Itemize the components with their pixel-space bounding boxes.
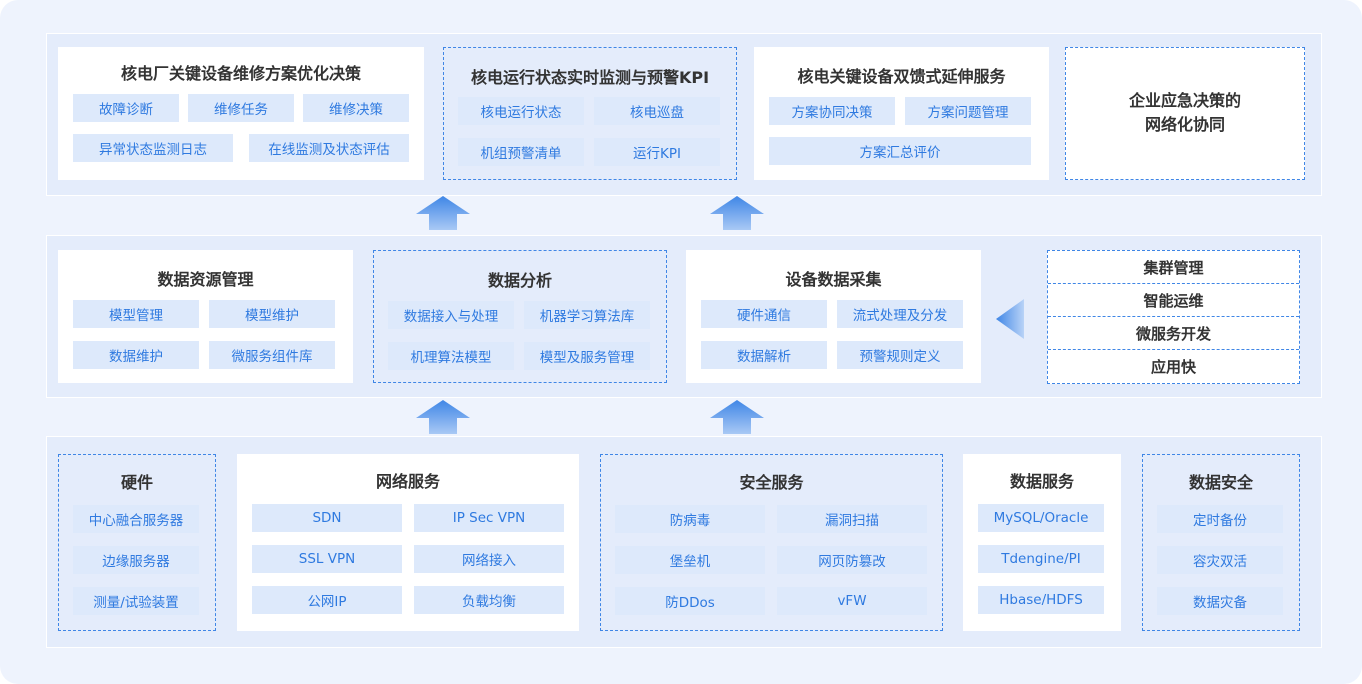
chip-public-ip[interactable]: 公网IP [252, 586, 402, 614]
chip-test-device[interactable]: 测量/试验装置 [73, 587, 199, 615]
panel-data-resource: 数据资源管理 模型管理 模型维护 数据维护 微服务组件库 [58, 250, 353, 383]
chip-disaster-backup[interactable]: 数据灾备 [1157, 587, 1283, 615]
chip-microservice-lib[interactable]: 微服务组件库 [209, 341, 335, 369]
arrow-up-icon [710, 400, 764, 434]
chip-warning-rules[interactable]: 预警规则定义 [837, 341, 963, 369]
chip-vfw[interactable]: vFW [777, 587, 927, 615]
side-item-app[interactable]: 应用快 [1150, 358, 1196, 376]
chip-web-tamper[interactable]: 网页防篡改 [777, 546, 927, 574]
chip-online-monitoring[interactable]: 在线监测及状态评估 [249, 134, 409, 162]
side-capability-list: 集群管理 智能运维 微服务开发 应用快 [1047, 250, 1300, 384]
panel-security-service: 安全服务 防病毒 漏洞扫描 堡垒机 网页防篡改 防DDos vFW [600, 454, 943, 631]
chip-vuln-scan[interactable]: 漏洞扫描 [777, 505, 927, 533]
chip-active-active[interactable]: 容灾双活 [1157, 546, 1283, 574]
panel-hardware: 硬件 中心融合服务器 边缘服务器 测量/试验装置 [58, 454, 216, 631]
chip-model-service[interactable]: 模型及服务管理 [524, 342, 650, 370]
arrow-up-icon [416, 400, 470, 434]
panel-data-service: 数据服务 MySQL/Oracle Tdengine/PI Hbase/HDFS [963, 454, 1121, 631]
chip-central-server[interactable]: 中心融合服务器 [73, 505, 199, 533]
chip-mechanism-model[interactable]: 机理算法模型 [388, 342, 514, 370]
chip-mysql-oracle[interactable]: MySQL/Oracle [978, 504, 1104, 532]
panel-extension-service: 核电关键设备双馈式延伸服务 方案协同决策 方案问题管理 方案汇总评价 [754, 47, 1049, 180]
panel-title: 硬件 [120, 473, 153, 492]
chip-operation-status[interactable]: 核电运行状态 [458, 97, 584, 125]
panel-title: 数据分析 [487, 271, 552, 290]
arrow-left-icon [996, 299, 1024, 339]
panel-title: 核电关键设备双馈式延伸服务 [797, 67, 1006, 86]
panel-title: 网络服务 [375, 472, 440, 491]
chip-anti-ddos[interactable]: 防DDos [615, 587, 765, 615]
chip-data-ingest[interactable]: 数据接入与处理 [388, 301, 514, 329]
panel-realtime-monitoring: 核电运行状态实时监测与预警KPI 核电运行状态 核电巡盘 机组预警清单 运行KP… [443, 47, 737, 180]
panel-data-security: 数据安全 定时备份 容灾双活 数据灾备 [1142, 454, 1300, 631]
chip-sdn[interactable]: SDN [252, 504, 402, 532]
side-item-ops[interactable]: 智能运维 [1048, 284, 1299, 317]
chip-ml-library[interactable]: 机器学习算法库 [524, 301, 650, 329]
chip-plan-evaluation[interactable]: 方案汇总评价 [769, 137, 1031, 165]
chip-operation-kpi[interactable]: 运行KPI [594, 138, 720, 166]
chip-data-maintenance[interactable]: 数据维护 [73, 341, 199, 369]
chip-stream-processing[interactable]: 流式处理及分发 [837, 300, 963, 328]
panel-data-analysis: 数据分析 数据接入与处理 机器学习算法库 机理算法模型 模型及服务管理 [373, 250, 667, 383]
arrow-up-icon [710, 196, 764, 230]
chip-load-balance[interactable]: 负载均衡 [414, 586, 564, 614]
panel-emergency-collaboration: 企业应急决策的 网络化协同 [1065, 47, 1305, 180]
panel-title: 设备数据采集 [785, 270, 882, 289]
panel-title: 数据资源管理 [157, 270, 254, 289]
chip-plan-issues[interactable]: 方案问题管理 [905, 97, 1031, 125]
layer-platform: 数据资源管理 模型管理 模型维护 数据维护 微服务组件库 数据分析 数据接入与处… [46, 235, 1322, 398]
panel-device-collection: 设备数据采集 硬件通信 流式处理及分发 数据解析 预警规则定义 [686, 250, 981, 383]
chip-maintenance-decision[interactable]: 维修决策 [303, 94, 409, 122]
chip-fault-diagnosis[interactable]: 故障诊断 [73, 94, 179, 122]
chip-maintenance-task[interactable]: 维修任务 [188, 94, 294, 122]
chip-tdengine-pi[interactable]: Tdengine/PI [978, 545, 1104, 573]
chip-bastion[interactable]: 堡垒机 [615, 546, 765, 574]
emergency-line-2: 网络化协同 [1144, 115, 1225, 134]
chip-model-maintenance[interactable]: 模型维护 [209, 300, 335, 328]
chip-data-parsing[interactable]: 数据解析 [701, 341, 827, 369]
chip-warning-list[interactable]: 机组预警清单 [458, 138, 584, 166]
chip-hardware-comm[interactable]: 硬件通信 [701, 300, 827, 328]
chip-hbase-hdfs[interactable]: Hbase/HDFS [978, 586, 1104, 614]
panel-title: 数据服务 [1009, 472, 1074, 491]
side-item-microservice[interactable]: 微服务开发 [1048, 317, 1299, 350]
chip-ssl-vpn[interactable]: SSL VPN [252, 545, 402, 573]
panel-title: 安全服务 [739, 473, 804, 492]
panel-title: 核电厂关键设备维修方案优化决策 [120, 64, 361, 83]
arrow-up-icon [416, 196, 470, 230]
chip-ipsec-vpn[interactable]: IP Sec VPN [414, 504, 564, 532]
chip-patrol[interactable]: 核电巡盘 [594, 97, 720, 125]
panel-network-service: 网络服务 SDN IP Sec VPN SSL VPN 网络接入 公网IP 负载… [237, 454, 579, 631]
panel-maintenance-decision: 核电厂关键设备维修方案优化决策 故障诊断 维修任务 维修决策 异常状态监测日志 … [58, 47, 424, 180]
chip-anomaly-log[interactable]: 异常状态监测日志 [73, 134, 233, 162]
chip-edge-server[interactable]: 边缘服务器 [73, 546, 199, 574]
layer-applications: 核电厂关键设备维修方案优化决策 故障诊断 维修任务 维修决策 异常状态监测日志 … [46, 33, 1322, 196]
side-item-cluster[interactable]: 集群管理 [1048, 251, 1299, 284]
chip-network-access[interactable]: 网络接入 [414, 545, 564, 573]
panel-title: 核电运行状态实时监测与预警KPI [470, 68, 710, 87]
panel-title: 数据安全 [1188, 473, 1253, 492]
emergency-line-1: 企业应急决策的 [1128, 91, 1241, 110]
chip-model-management[interactable]: 模型管理 [73, 300, 199, 328]
chip-antivirus[interactable]: 防病毒 [615, 505, 765, 533]
layer-infrastructure: 硬件 中心融合服务器 边缘服务器 测量/试验装置 网络服务 SDN IP Sec… [46, 436, 1322, 648]
chip-scheduled-backup[interactable]: 定时备份 [1157, 505, 1283, 533]
chip-plan-collaboration[interactable]: 方案协同决策 [769, 97, 895, 125]
